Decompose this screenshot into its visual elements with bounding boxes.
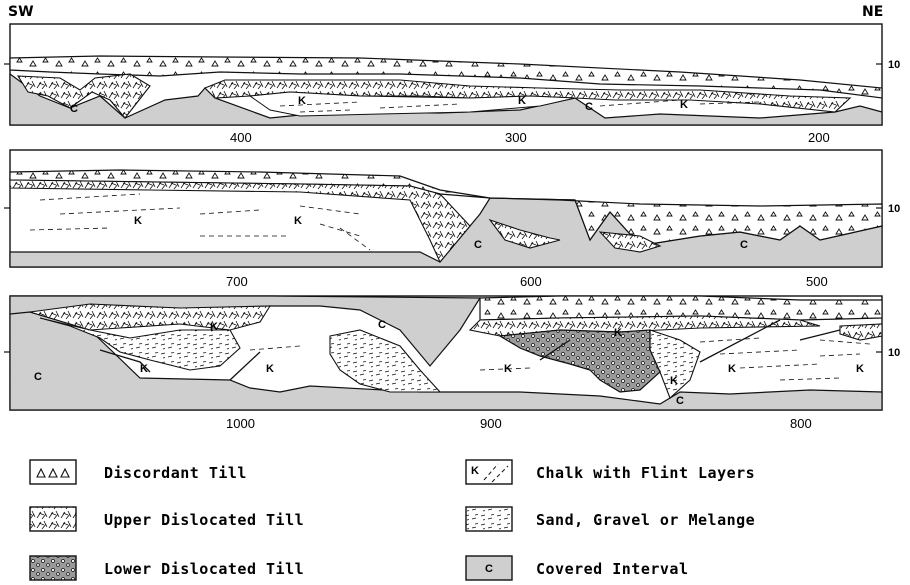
legend-label-upper-dislocated-till: Upper Dislocated Till [104,511,304,529]
legend: Discordant Till Upper Dislocated Till Lo… [29,459,755,581]
legend-covered-letter: C [485,563,493,575]
legend-label-chalk: Chalk with Flint Layers [536,464,755,482]
panel-1-distance-tick-1: 400 [230,130,252,145]
panel-1-chalk-letter-2: K [518,95,526,107]
panel-2-distance-tick-1: 700 [226,274,248,289]
legend-swatch-sand-gravel-melange [465,506,513,532]
section-panel-3: K K K K K K K K C C C 10 1000 900 800 [4,295,900,431]
panel-2-chalk-letter-2: K [294,215,302,227]
panel-3-chalk-letter-1: K [210,321,218,333]
panel-2-discordant-till [9,169,883,245]
panel-1-chalk-letter-3: K [680,99,688,111]
panel-3-chalk-letter-3: K [266,363,274,375]
legend-swatch-lower-dislocated-till [29,555,77,581]
panel-3-covered-letter-3: C [676,395,684,407]
panel-3-covered-letter-2: C [378,319,386,331]
triangle-icon [36,467,70,478]
panel-3-chalk-letter-6: K [670,375,678,387]
panel-1-chalk-flint-lines [279,99,761,113]
legend-swatch-upper-dislocated-till [29,506,77,532]
orientation-ne-label: NE [862,4,883,20]
section-panel-2: K K C C 10 700 600 500 [4,149,900,289]
panel-1-distance-tick-2: 300 [505,130,527,145]
legend-chalk-letter: K [471,465,479,477]
legend-label-lower-dislocated-till: Lower Dislocated Till [104,560,304,578]
panel-2-distance-tick-3: 500 [806,274,828,289]
panel-1-chalk [248,91,576,117]
panel-1-distance-tick-3: 200 [808,130,830,145]
panel-3-chalk-letter-2: K [140,363,148,375]
panel-3-covered-letter-1: C [34,371,42,383]
panel-3-depth-tick: 10 [888,347,900,359]
legend-label-sand-gravel-melange: Sand, Gravel or Melange [536,511,755,529]
panel-3-distance-tick-2: 900 [480,416,502,431]
orientation-sw-label: SW [8,4,34,20]
legend-swatch-covered-interval [465,555,513,581]
panel-1-depth-tick: 10 [888,59,900,71]
legend-label-covered-interval: Covered Interval [536,560,689,578]
panel-3-chalk-letter-7: K [728,363,736,375]
panel-2-chalk-letter-1: K [134,215,142,227]
flint-lines-icon [483,463,509,483]
panel-2-covered-letter-1: C [474,239,482,251]
panel-2-depth-tick: 10 [888,203,900,215]
panel-3-chalk-letter-5: K [614,327,622,339]
panel-3-upper-dislocated-till [29,303,883,341]
panel-3-chalk-flint-lines [249,337,871,381]
panel-2-chalk-flint-lines [29,193,371,251]
section-panel-1: K K K C C 10 400 300 200 [4,23,900,145]
panel-3-distance-tick-3: 800 [790,416,812,431]
panel-1-chalk-letter-1: K [298,95,306,107]
panel-3-distance-tick-1: 1000 [226,416,255,431]
panel-2-covered-letter-2: C [740,239,748,251]
panel-3-chalk-letter-4: K [504,363,512,375]
panel-2-distance-tick-2: 600 [520,274,542,289]
legend-swatch-discordant-till [29,459,77,485]
legend-swatch-chalk [465,459,513,485]
panel-3-chalk-letter-8: K [856,363,864,375]
legend-label-discordant-till: Discordant Till [104,464,247,482]
panel-1-covered-letter-2: C [585,101,593,113]
panel-2-upper-dislocated-till [9,179,662,264]
panel-3-fault-lines [99,319,841,381]
panel-1-covered-letter-1: C [70,103,78,115]
